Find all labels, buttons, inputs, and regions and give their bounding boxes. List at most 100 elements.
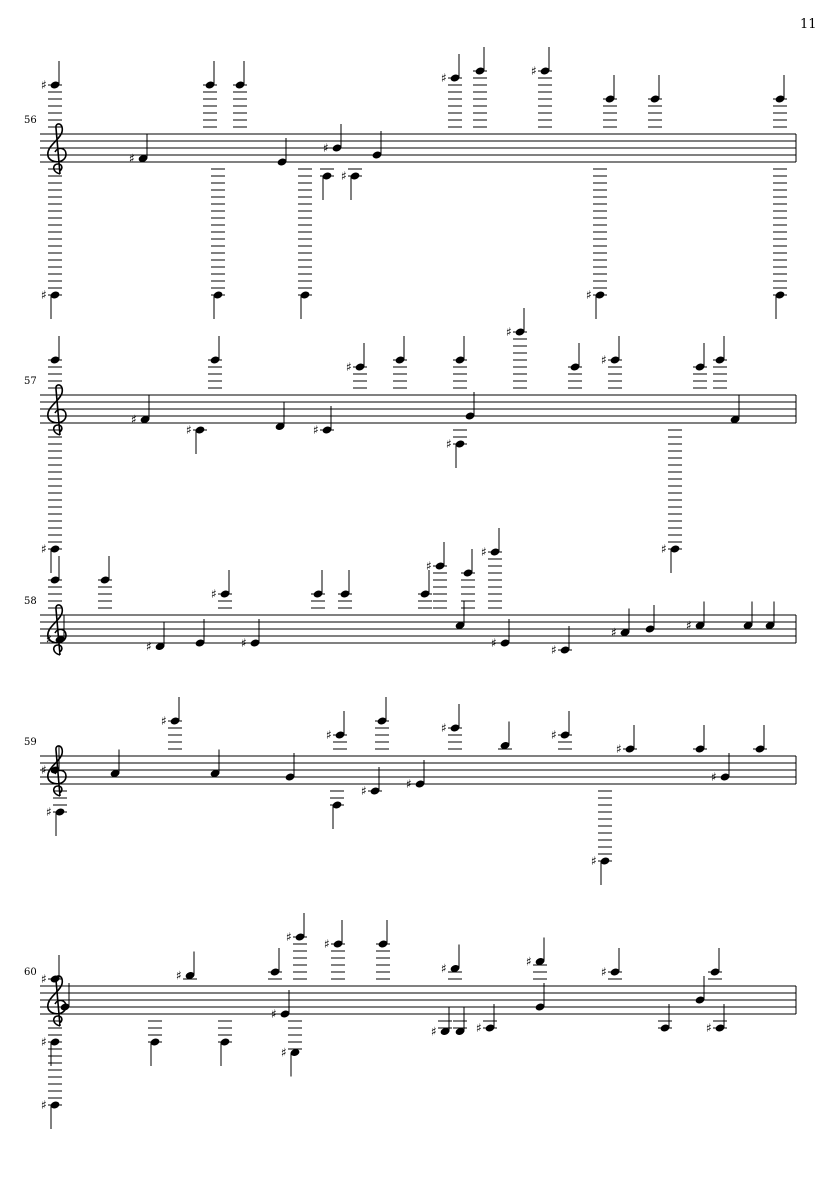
notehead <box>205 81 215 89</box>
notehead <box>235 81 245 89</box>
sharp-icon: ♯ <box>271 1007 277 1021</box>
notehead <box>332 801 342 809</box>
sharp-icon: ♯ <box>313 423 319 437</box>
sharp-icon: ♯ <box>431 1025 437 1039</box>
page-number: 11 <box>800 17 817 32</box>
sharp-icon: ♯ <box>661 542 667 556</box>
notehead <box>275 423 285 430</box>
sharp-icon: ♯ <box>611 626 617 640</box>
notehead <box>350 172 360 180</box>
measure-number-59: 59 <box>24 737 37 748</box>
notehead <box>515 328 525 336</box>
notehead <box>660 1024 670 1032</box>
notehead <box>210 770 220 777</box>
notehead <box>695 363 705 371</box>
notehead <box>500 639 510 647</box>
notehead <box>455 1028 465 1035</box>
sharp-icon: ♯ <box>41 78 47 92</box>
sharp-icon: ♯ <box>41 1098 47 1112</box>
notehead <box>333 940 343 948</box>
sharp-icon: ♯ <box>441 721 447 735</box>
notehead <box>210 356 220 364</box>
sharp-icon: ♯ <box>441 71 447 85</box>
notehead <box>463 569 473 577</box>
sharp-icon: ♯ <box>551 728 557 742</box>
notehead <box>110 770 120 777</box>
notehead <box>610 968 620 976</box>
sharp-icon: ♯ <box>41 542 47 556</box>
measure-number-56: 56 <box>24 115 37 126</box>
sharp-icon: ♯ <box>41 972 47 986</box>
sharp-icon: ♯ <box>326 728 332 742</box>
notehead <box>670 545 680 553</box>
notehead <box>290 1049 300 1056</box>
notehead <box>720 773 730 781</box>
notehead <box>213 291 223 299</box>
sharp-icon: ♯ <box>526 955 532 969</box>
treble-clef-icon <box>47 604 67 656</box>
sharp-icon: ♯ <box>406 777 412 791</box>
sharp-icon: ♯ <box>286 930 292 944</box>
notehead <box>50 1101 60 1109</box>
sharp-icon: ♯ <box>346 360 352 374</box>
sharp-icon: ♯ <box>46 805 52 819</box>
notehead <box>455 440 465 448</box>
notehead <box>50 81 60 89</box>
notehead <box>535 958 545 965</box>
notehead <box>50 975 60 983</box>
notehead <box>300 291 310 299</box>
notehead <box>50 291 60 299</box>
notehead <box>332 144 342 152</box>
sharp-icon: ♯ <box>324 937 330 951</box>
notehead <box>185 972 195 979</box>
notehead <box>475 67 485 75</box>
sharp-icon: ♯ <box>481 545 487 559</box>
notehead <box>280 1010 290 1018</box>
sharp-icon: ♯ <box>129 152 135 166</box>
notehead <box>715 1024 725 1032</box>
notehead <box>730 416 740 423</box>
notehead <box>372 151 382 159</box>
notehead <box>715 356 725 364</box>
notehead <box>377 717 387 725</box>
notehead <box>450 965 460 972</box>
notehead <box>560 646 570 654</box>
notehead <box>55 808 65 816</box>
notehead <box>710 968 720 976</box>
sharp-icon: ♯ <box>711 770 717 784</box>
notehead <box>55 636 65 643</box>
notehead <box>250 639 260 647</box>
sharp-icon: ♯ <box>601 965 607 979</box>
sharp-icon: ♯ <box>601 353 607 367</box>
notehead <box>535 1003 545 1011</box>
sharp-icon: ♯ <box>41 763 47 777</box>
sharp-icon: ♯ <box>446 437 452 451</box>
sharp-icon: ♯ <box>616 742 622 756</box>
notehead <box>195 426 205 434</box>
measure-number-58: 58 <box>24 596 37 607</box>
sharp-icon: ♯ <box>491 636 497 650</box>
notehead <box>322 426 332 434</box>
notehead <box>370 787 380 795</box>
notehead <box>435 562 445 570</box>
notehead <box>650 95 660 103</box>
sharp-icon: ♯ <box>46 633 52 647</box>
notehead <box>560 731 570 739</box>
notehead <box>295 933 305 941</box>
notehead <box>485 1024 495 1032</box>
notehead <box>100 576 110 584</box>
notehead <box>695 745 705 753</box>
sharp-icon: ♯ <box>426 559 432 573</box>
notehead <box>277 158 287 166</box>
sharp-icon: ♯ <box>281 1046 287 1060</box>
measure-number-60: 60 <box>24 967 37 978</box>
notehead <box>695 622 705 629</box>
notehead <box>540 67 550 75</box>
sharp-icon: ♯ <box>161 714 167 728</box>
notehead <box>775 95 785 103</box>
treble-clef-icon <box>47 975 67 1027</box>
sharp-icon: ♯ <box>506 325 512 339</box>
notehead <box>455 356 465 364</box>
notehead <box>195 639 205 647</box>
